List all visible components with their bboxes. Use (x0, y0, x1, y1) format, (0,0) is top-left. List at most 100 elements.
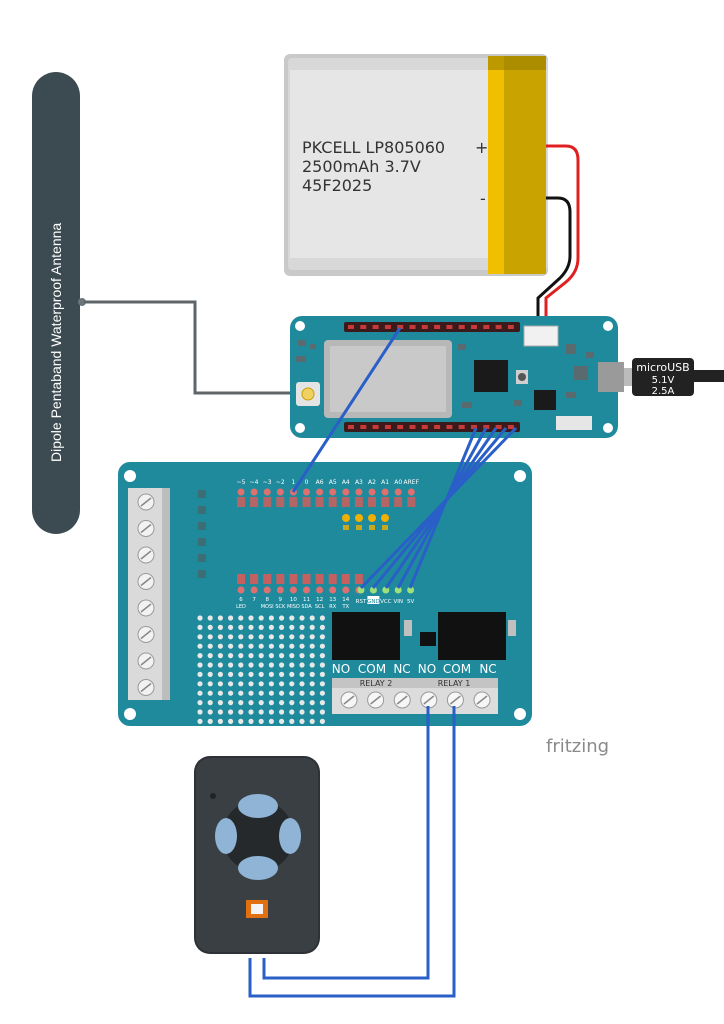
bottom-pin-sublabel: LED (236, 604, 246, 610)
top-pin (368, 488, 376, 496)
power-pin-label: VIN (393, 599, 403, 605)
perf-hole (309, 662, 315, 668)
mcu-chip (474, 360, 508, 392)
perf-hole (207, 615, 213, 621)
relay2-terminal-label: NC (393, 662, 410, 676)
perf-hole (248, 615, 254, 621)
perf-hole (238, 624, 244, 631)
perf-hole (309, 700, 315, 706)
bottom-pin (250, 586, 258, 594)
perf-hole (299, 662, 305, 668)
perf-hole (268, 634, 274, 640)
perf-hole (258, 662, 264, 668)
perf-hole (248, 662, 254, 668)
top-pin-label: ~2 (276, 479, 285, 486)
top-pin (381, 488, 389, 496)
perf-hole (289, 681, 295, 687)
perf-hole (258, 671, 264, 678)
perf-hole (309, 615, 315, 621)
perf-hole (319, 718, 325, 725)
perf-hole (289, 709, 295, 715)
perf-hole (279, 690, 285, 696)
perf-hole (258, 653, 264, 659)
top-pin-label: A3 (355, 479, 363, 486)
perf-hole (238, 634, 244, 640)
power-pin-label: VCC (380, 599, 392, 605)
perf-hole (319, 671, 325, 678)
top-pin (394, 488, 402, 496)
perf-hole (309, 634, 315, 640)
perf-hole (279, 718, 285, 725)
mkr-pin (507, 425, 514, 429)
perf-hole (217, 643, 223, 649)
perf-hole (238, 662, 244, 668)
bottom-pin-sublabel: MISO (287, 604, 300, 610)
perf-hole (228, 671, 234, 678)
perf-hole (238, 643, 244, 649)
perf-hole (279, 681, 285, 687)
perf-hole (248, 700, 254, 706)
bottom-pin-sublabel: SDA (301, 604, 312, 610)
top-pin (276, 488, 284, 496)
mkr-pin (372, 325, 379, 329)
perf-hole (309, 643, 315, 649)
perf-hole (319, 681, 325, 687)
top-pin (316, 488, 324, 496)
mkr-pin (446, 425, 453, 429)
perf-hole (279, 700, 285, 706)
relay1-terminal-label: NC (479, 662, 496, 676)
antenna-label: Dipole Pentaband Waterproof Antenna (48, 223, 64, 462)
bottom-pin-label: 12 (316, 597, 323, 603)
mkr-pin (397, 425, 404, 429)
perf-hole (197, 671, 203, 678)
perf-hole (207, 643, 213, 649)
perf-hole (299, 643, 305, 649)
perf-hole (309, 718, 315, 725)
perf-hole (268, 709, 274, 715)
relay2-label: RELAY 2 (360, 679, 393, 688)
mkr-pin (421, 325, 428, 329)
top-pin (342, 488, 350, 496)
perf-hole (207, 662, 213, 668)
mkr-pin (434, 325, 441, 329)
perf-hole (228, 662, 234, 668)
perf-hole (299, 624, 305, 631)
antenna-ufl (301, 387, 315, 401)
bottom-pin-sublabel: MOSI (261, 604, 274, 610)
bottom-pin-label: 7 (252, 597, 256, 603)
perf-hole (197, 681, 203, 687)
relay1-terminal-label: COM (443, 662, 471, 676)
power-pin-label: 5V (407, 599, 414, 605)
remote-button-down (238, 856, 278, 880)
perf-hole (279, 615, 285, 621)
usb-label-2: 5.1V (652, 375, 675, 386)
perf-hole (248, 709, 254, 715)
perf-hole (289, 634, 295, 640)
battery-plus-label: + (475, 138, 488, 157)
perf-hole (197, 662, 203, 668)
perf-hole (248, 634, 254, 640)
perf-hole (258, 615, 264, 621)
perf-hole (299, 681, 305, 687)
perf-hole (279, 662, 285, 668)
bottom-pin-label: 10 (290, 597, 297, 603)
perf-hole (268, 615, 274, 621)
mkr-pin (446, 325, 453, 329)
power-pin (407, 586, 415, 594)
perf-hole (258, 643, 264, 649)
top-pin-label: A6 (316, 479, 324, 486)
perf-hole (299, 671, 305, 678)
perf-hole (319, 709, 325, 715)
top-pin (407, 488, 415, 496)
bottom-pin-sublabel: SCL (315, 604, 325, 610)
perf-hole (319, 690, 325, 696)
perf-hole (228, 653, 234, 659)
antenna-connector (78, 298, 86, 306)
bottom-pin-label: 13 (329, 597, 336, 603)
status-led (381, 514, 389, 522)
mkr-pin (372, 425, 379, 429)
top-pin (329, 488, 337, 496)
mkr-header-top (344, 322, 520, 332)
